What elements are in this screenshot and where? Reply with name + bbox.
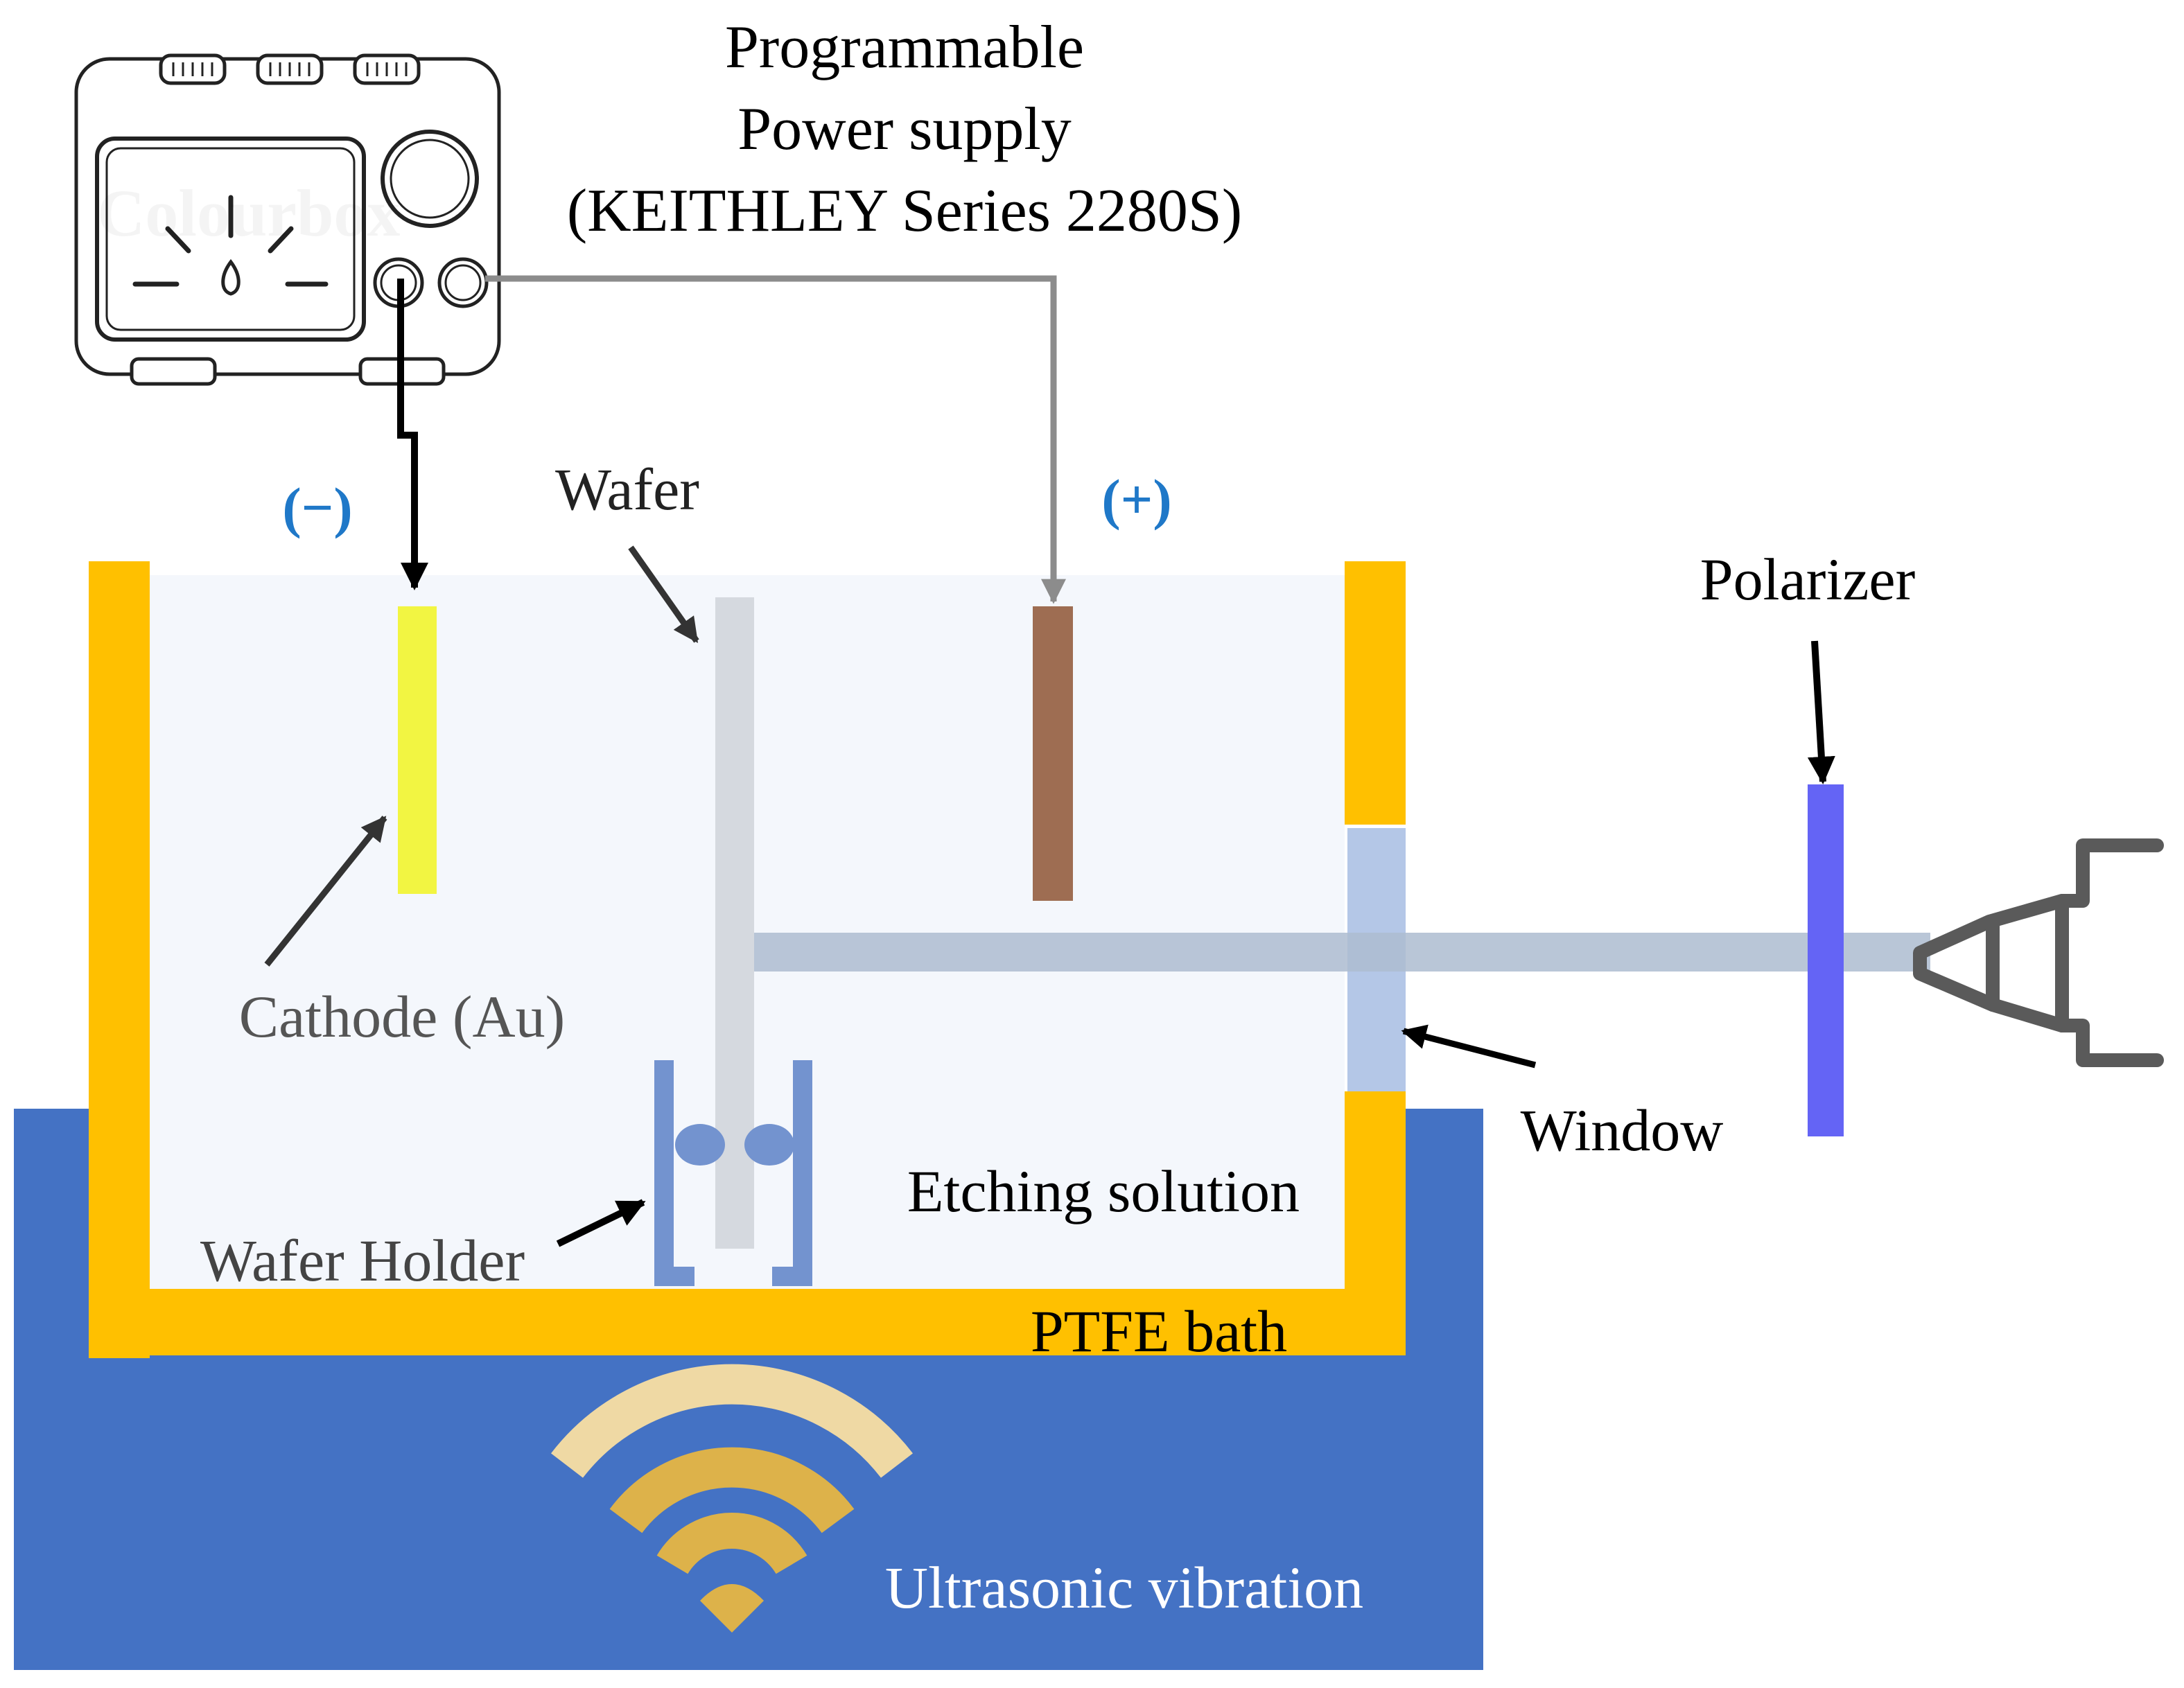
ptfe-bath-label: PTFE bath (1031, 1298, 1287, 1364)
negative-wire (397, 279, 428, 590)
wifi-waves-icon (551, 1364, 913, 1633)
cathode-electrode (398, 606, 437, 894)
wafer-holder-label: Wafer Holder (200, 1227, 525, 1294)
light-path-beam (752, 933, 1930, 972)
ptfe-bath (89, 561, 1406, 1358)
camera-icon (1913, 838, 2164, 1067)
wafer-label: Wafer (555, 456, 699, 522)
anode-electrode (1033, 606, 1073, 901)
positive-wire (485, 275, 1066, 604)
polarizer-label: Polarizer (1700, 546, 1915, 613)
power-supply-label-line2: Power supply (737, 96, 1072, 163)
window-label: Window (1521, 1097, 1724, 1163)
window-arrow (1401, 1024, 1537, 1069)
negative-polarity-label: (−) (282, 476, 352, 539)
wafer-holder-arrow (556, 1199, 646, 1247)
power-supply-label-line1: Programmable (725, 14, 1084, 81)
watermark-text: Colourbox (97, 176, 400, 250)
wafer-arrow (628, 545, 699, 643)
wafer-holder (654, 1060, 812, 1286)
ultrasonic-label: Ultrasonic vibration (885, 1554, 1363, 1621)
polarizer-arrow (1807, 640, 1835, 784)
power-supply-label-line3: (KEITHLEY Series 2280S) (567, 177, 1242, 245)
cathode-label: Cathode (Au) (239, 983, 565, 1050)
etching-solution-label: Etching solution (907, 1158, 1300, 1224)
cathode-arrow (264, 816, 387, 967)
positive-polarity-label: (+) (1101, 468, 1171, 531)
polarizer-plate (1808, 784, 1844, 1136)
